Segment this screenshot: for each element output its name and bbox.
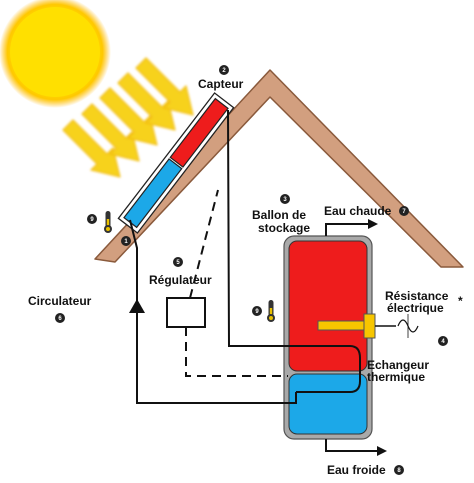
marker-4: 4 <box>438 336 448 346</box>
svg-text:2: 2 <box>222 68 226 74</box>
storage-tank <box>283 235 373 440</box>
regulator-wire-collector <box>189 189 219 299</box>
svg-text:6: 6 <box>58 316 62 322</box>
label-capteur: Capteur <box>198 77 244 91</box>
label-echangeur-line2: thermique <box>367 370 425 384</box>
regulator-wire-tank <box>185 327 288 377</box>
marker-8: 8 <box>394 465 404 475</box>
regulator-box <box>166 297 206 328</box>
label-eau-froide: Eau froide <box>327 463 386 477</box>
label-resistance-star: * <box>458 294 463 308</box>
svg-text:5: 5 <box>176 260 180 266</box>
hot-water-arrow-icon <box>368 219 378 229</box>
cold-water-zone <box>288 373 368 435</box>
svg-text:4: 4 <box>441 339 445 345</box>
thermometer-icon <box>104 211 112 233</box>
label-circulateur: Circulateur <box>28 294 92 308</box>
marker-5: 5 <box>173 257 183 267</box>
cold-water-inlet-pipe <box>325 439 377 452</box>
svg-text:3: 3 <box>283 197 287 203</box>
electric-resistance <box>317 313 419 339</box>
return-pipe <box>129 219 297 404</box>
hot-water-zone <box>288 240 368 372</box>
label-eau-chaude: Eau chaude <box>324 204 392 218</box>
marker-6: 6 <box>55 313 65 323</box>
svg-text:9: 9 <box>90 217 94 223</box>
thermometer-icon <box>267 300 275 322</box>
svg-text:7: 7 <box>402 209 406 215</box>
cold-water-arrow-icon <box>377 446 387 456</box>
marker-7: 7 <box>399 206 409 216</box>
label-echangeur-line1: Echangeur <box>367 358 429 372</box>
marker-2: 2 <box>219 65 229 75</box>
roof <box>94 69 464 268</box>
label-ballon-line2: stockage <box>258 221 310 235</box>
hot-water-outlet-pipe <box>325 223 368 236</box>
marker-9: 9 <box>252 306 262 316</box>
hot-pipe <box>227 109 361 393</box>
sun-icon <box>0 0 111 108</box>
label-regulateur: Régulateur <box>149 273 212 287</box>
label-ballon-line1: Ballon de <box>252 208 306 222</box>
sun-rays-icon <box>62 57 194 178</box>
svg-text:8: 8 <box>397 468 401 474</box>
marker-1: 1 <box>121 236 131 246</box>
label-resistance-line2: électrique <box>387 301 444 315</box>
marker-9: 9 <box>87 214 97 224</box>
circulator-pump <box>129 299 145 313</box>
svg-text:9: 9 <box>255 309 259 315</box>
marker-3: 3 <box>280 194 290 204</box>
solar-collector <box>117 92 235 234</box>
svg-text:1: 1 <box>124 239 128 245</box>
label-resistance-line1: Résistance <box>385 289 449 303</box>
